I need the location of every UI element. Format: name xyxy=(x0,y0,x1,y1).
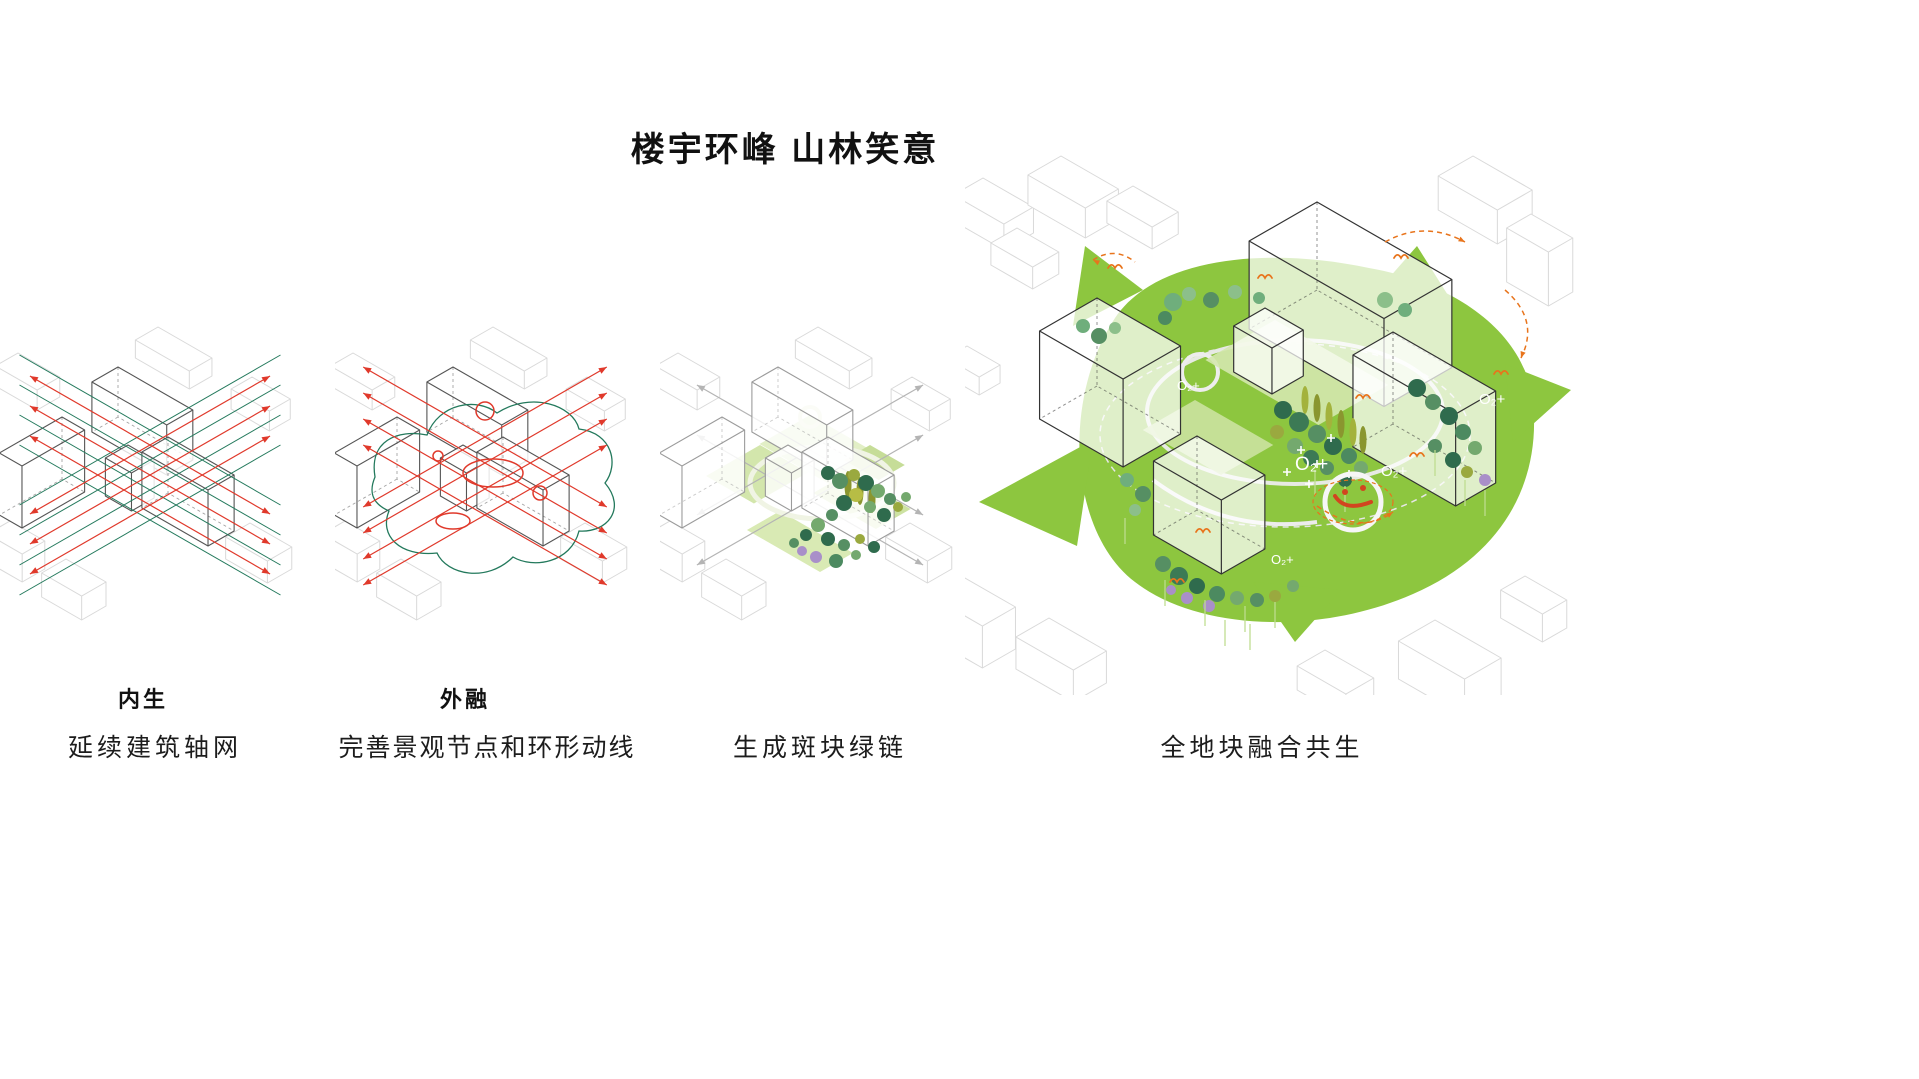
panel-2-keyword: 外融 xyxy=(439,687,490,712)
panel-1-keyword: 内生 xyxy=(117,687,168,712)
panel-3-caption: 生成斑块绿链 xyxy=(732,734,907,762)
diagram-step-3-green-patch-chain xyxy=(660,326,953,621)
panel-2-caption: 完善景观节点和环形动线 xyxy=(338,734,636,762)
o2-plus-label: O₂+ xyxy=(1381,463,1407,480)
step-3-drawing xyxy=(660,326,953,621)
o2-plus-label: O₂+ xyxy=(1479,391,1505,408)
panel-1-caption: 延续建筑轴网 xyxy=(67,734,242,762)
step-4-drawing xyxy=(965,155,1574,695)
o2-plus-label: O₂+ xyxy=(1271,552,1294,567)
o2-plus-label: O₂+ xyxy=(1295,454,1328,475)
page-title: 楼宇环峰 山林笑意 xyxy=(630,131,940,169)
step-2-drawing xyxy=(335,326,628,621)
panel-4-caption: 全地块融合共生 xyxy=(1160,734,1364,762)
diagram-step-2-landscape-nodes-loops xyxy=(335,326,628,621)
oxygen-labels: O₂+ O₂+ O₂+ O₂+ O₂+ xyxy=(1177,378,1505,567)
step-1-drawing xyxy=(0,326,293,621)
o2-plus-label: O₂+ xyxy=(1177,378,1200,393)
diagram-step-4-site-fusion: O₂+ O₂+ O₂+ O₂+ O₂+ xyxy=(965,155,1574,695)
diagram-step-1-building-axes xyxy=(0,326,293,621)
